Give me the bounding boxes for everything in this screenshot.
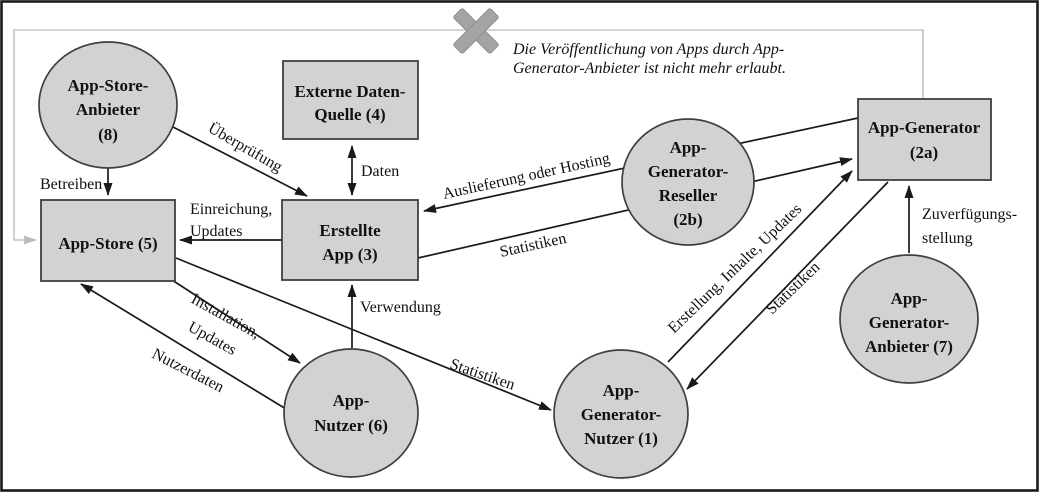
node-app-store-anbieter-line1: App-Store- — [68, 76, 149, 95]
node-app-nutzer-line1: App- — [333, 391, 370, 410]
edge-erstellung-inhalte-updates — [667, 170, 853, 363]
node-app-generator-reseller: App- Generator- Reseller (2b) — [621, 118, 755, 246]
node-erstellte-app: Erstellte App (3) — [281, 199, 419, 281]
node-app-generator-reseller-line1: App- — [670, 138, 707, 157]
node-app-store-anbieter: App-Store- Anbieter (8) — [38, 41, 178, 169]
edge-statistiken-zu-nutzer1 — [175, 257, 552, 411]
node-app-generator: App-Generator (2a) — [857, 98, 992, 181]
node-erstellte-app-line2: App (3) — [322, 245, 377, 264]
node-externe-daten-quelle: Externe Daten- Quelle (4) — [282, 60, 419, 140]
label-einreichung-2: Updates — [190, 223, 242, 240]
node-app-generator-nutzer: App- Generator- Nutzer (1) — [553, 349, 689, 479]
edge-nutzerdaten — [80, 283, 287, 410]
node-app-nutzer-shape — [283, 348, 419, 478]
label-zuverfuegung-1: Zuverfügungs- — [922, 206, 1017, 223]
node-app-generator-anbieter-line1: App- — [891, 289, 928, 308]
node-app-store: App-Store (5) — [40, 199, 176, 282]
label-zuverfuegung-2: stellung — [922, 230, 973, 247]
label-betreiben: Betreiben — [40, 176, 102, 193]
node-erstellte-app-line1: Erstellte — [319, 221, 381, 240]
label-daten: Daten — [361, 163, 399, 180]
edge-ueberpruefung — [172, 126, 308, 197]
node-app-store-shape — [40, 199, 176, 282]
cross-bar — [453, 8, 499, 54]
node-app-generator-nutzer-shape — [553, 349, 689, 479]
node-app-generator-line1: App-Generator — [868, 118, 981, 137]
node-app-generator-nutzer-line2: Generator- — [581, 405, 662, 424]
node-app-generator-reseller-line3: Reseller — [659, 186, 718, 205]
node-app-store-anbieter-line3: (8) — [98, 125, 118, 144]
node-app-store-anbieter-shape — [38, 41, 178, 169]
node-externe-daten-quelle-shape — [282, 60, 419, 140]
node-app-generator-anbieter-shape — [839, 254, 979, 384]
annotation-line-2: Generator-Anbieter ist nicht mehr erlaub… — [513, 60, 786, 77]
label-verwendung: Verwendung — [360, 299, 441, 316]
node-app-nutzer-line2: Nutzer (6) — [314, 416, 388, 435]
node-app-generator-line2: (2a) — [910, 143, 938, 162]
node-app-nutzer: App- Nutzer (6) — [283, 348, 419, 478]
annotation-line-1: Die Veröffentlichung von Apps durch App- — [512, 41, 784, 58]
node-app-generator-reseller-line2: Generator- — [648, 162, 729, 181]
forbidden-cross-icon — [453, 8, 499, 54]
node-app-generator-nutzer-line3: Nutzer (1) — [584, 429, 658, 448]
node-app-generator-shape — [857, 98, 992, 181]
edge-installation-updates — [171, 279, 301, 364]
edge-statistiken-von-generator — [686, 181, 889, 390]
node-app-store-anbieter-line2: Anbieter — [76, 100, 141, 119]
node-app-generator-anbieter: App- Generator- Anbieter (7) — [839, 254, 979, 384]
label-einreichung-1: Einreichung, — [190, 201, 272, 218]
node-app-generator-reseller-line4: (2b) — [673, 210, 702, 229]
node-erstellte-app-shape — [281, 199, 419, 281]
node-app-generator-nutzer-line1: App- — [603, 381, 640, 400]
node-app-generator-reseller-shape — [621, 118, 755, 246]
node-externe-daten-quelle-line2: Quelle (4) — [314, 105, 385, 124]
node-externe-daten-quelle-line1: Externe Daten- — [295, 82, 406, 101]
forbidden-publication-path — [13, 29, 924, 245]
node-app-store-line1: App-Store (5) — [58, 234, 157, 253]
node-app-generator-anbieter-line2: Generator- — [869, 313, 950, 332]
node-app-generator-anbieter-line3: Anbieter (7) — [865, 337, 953, 356]
